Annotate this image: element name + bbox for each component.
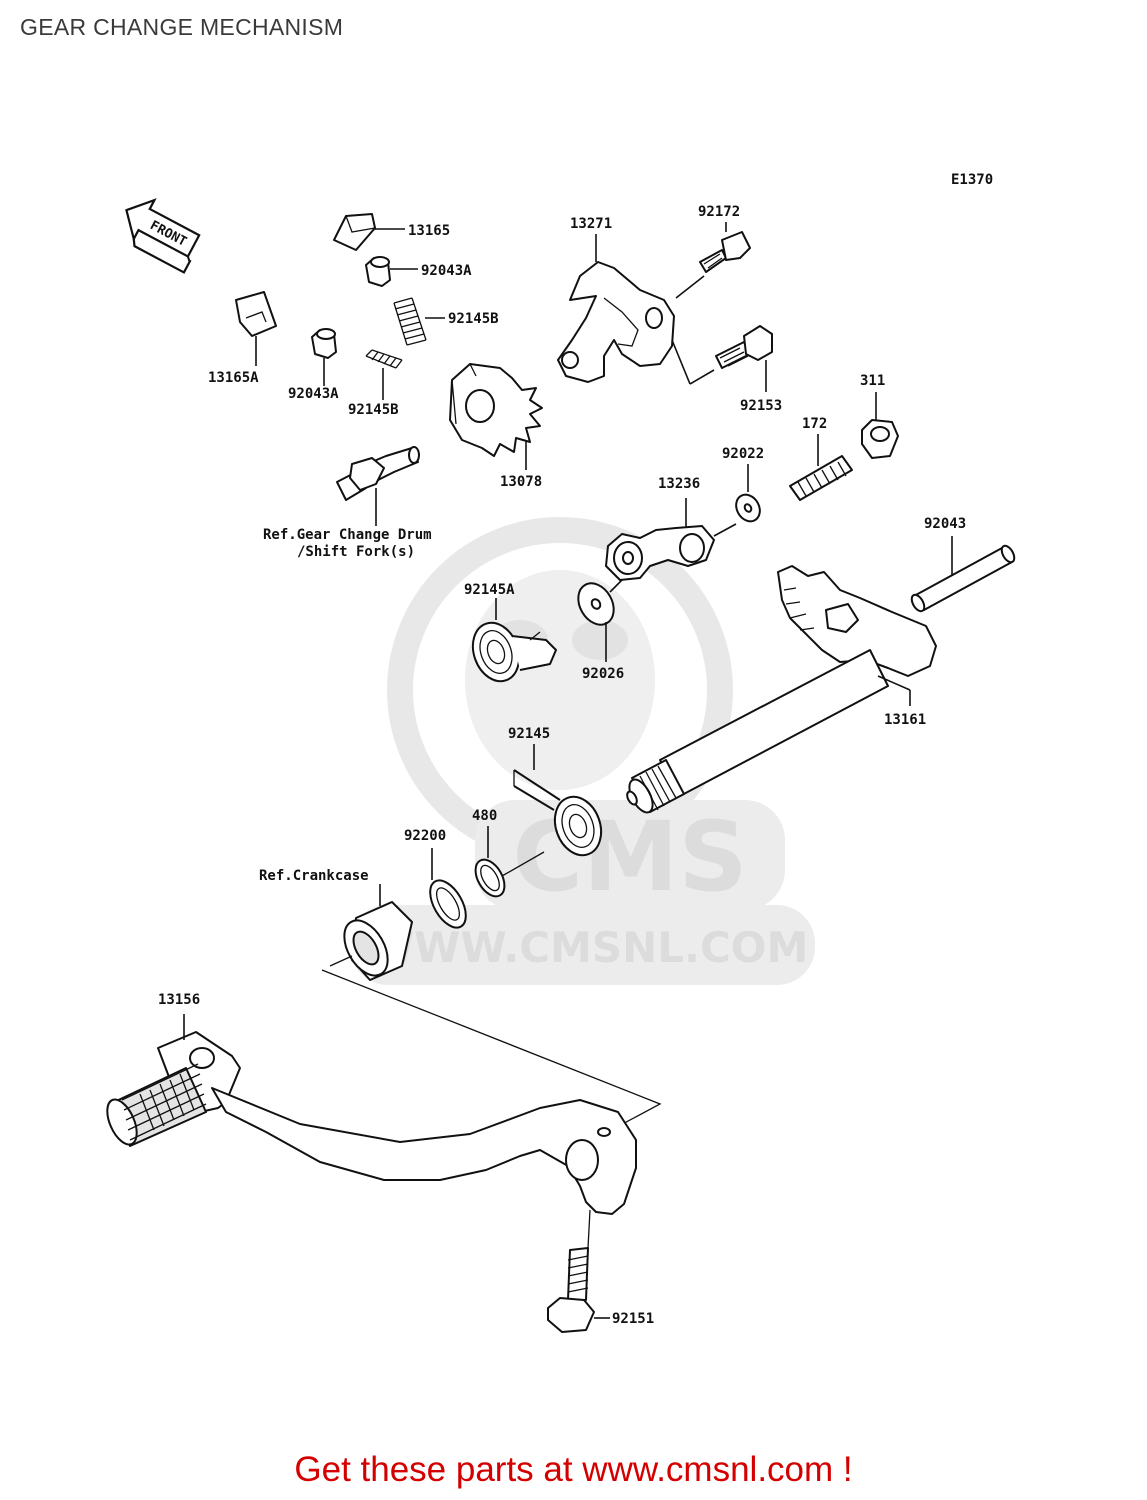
part-92043A-top-label: 92043A: [421, 263, 472, 279]
part-92043-label: 92043: [924, 516, 966, 532]
part-92153-label: 92153: [740, 398, 782, 414]
part-13161-label: 13161: [884, 712, 926, 728]
part-13161-shape: [626, 565, 937, 814]
part-92043-shape: [910, 544, 1016, 613]
part-92145B-top-spring: [393, 297, 427, 346]
part-13271-shape: [557, 261, 675, 383]
part-92200-label: 92200: [404, 828, 446, 844]
page-title: GEAR CHANGE MECHANISM: [20, 14, 344, 40]
part-92151-label: 92151: [612, 1311, 654, 1327]
cmsnl-footer-link[interactable]: Get these parts at www.cmsnl.com !: [294, 1450, 853, 1489]
part-13078-label: 13078: [500, 474, 542, 490]
ref-gear-drum-shape: [336, 446, 420, 501]
part-92022-label: 92022: [722, 446, 764, 462]
part-172-shape: [789, 455, 853, 501]
part-13165-shape: [333, 213, 376, 251]
part-92145B-low-spring: [365, 349, 403, 369]
part-92026-shape: [577, 582, 615, 626]
exploded-parts-diagram: CMS WWW.CMSNL.COM E1370 FRONT 13165 9204…: [106, 172, 1016, 1333]
ref-crankcase-label: Ref.Crankcase: [259, 868, 369, 884]
watermark-url: WWW.CMSNL.COM: [368, 923, 809, 972]
front-arrow-icon: FRONT: [125, 198, 201, 274]
part-311-shape: [861, 419, 899, 459]
part-13165A-shape: [235, 291, 277, 337]
part-92145-label: 92145: [508, 726, 550, 742]
diagram-code: E1370: [951, 172, 993, 188]
part-92145A-spring: [471, 621, 557, 683]
cms-watermark: CMS WWW.CMSNL.COM: [350, 517, 815, 985]
part-92145A-label: 92145A: [464, 582, 515, 598]
ref-gear-drum-line1: Ref.Gear Change Drum: [263, 527, 432, 543]
part-172-label: 172: [802, 416, 827, 432]
part-13236-shape: [605, 525, 715, 581]
part-480-label: 480: [472, 808, 497, 824]
part-92200-shape: [429, 879, 467, 929]
part-13236-label: 13236: [658, 476, 700, 492]
part-13165-label: 13165: [408, 223, 450, 239]
part-92026-label: 92026: [582, 666, 624, 682]
part-92145B-top-label: 92145B: [448, 311, 499, 327]
part-92151-shape: [547, 1247, 595, 1333]
part-92172-shape: [699, 231, 751, 273]
ref-gear-drum-line2: /Shift Fork(s): [297, 544, 415, 560]
part-311-label: 311: [860, 373, 885, 389]
part-92043A-low-label: 92043A: [288, 386, 339, 402]
part-480-shape: [474, 858, 506, 898]
part-92043A-top-shape: [365, 256, 391, 287]
part-13156-shape: [106, 1031, 637, 1215]
part-92172-label: 92172: [698, 204, 740, 220]
part-13156-label: 13156: [158, 992, 200, 1008]
ref-crankcase-seal-shape: [343, 901, 413, 981]
part-92153-shape: [715, 325, 773, 369]
part-92022-shape: [735, 493, 761, 523]
part-92145B-low-label: 92145B: [348, 402, 399, 418]
part-92043A-low-shape: [311, 328, 337, 359]
part-13271-label: 13271: [570, 216, 612, 232]
part-13165A-label: 13165A: [208, 370, 259, 386]
part-13078-shape: [449, 363, 543, 457]
part-92145-spring: [513, 769, 603, 857]
watermark-brand: CMS: [512, 801, 747, 913]
